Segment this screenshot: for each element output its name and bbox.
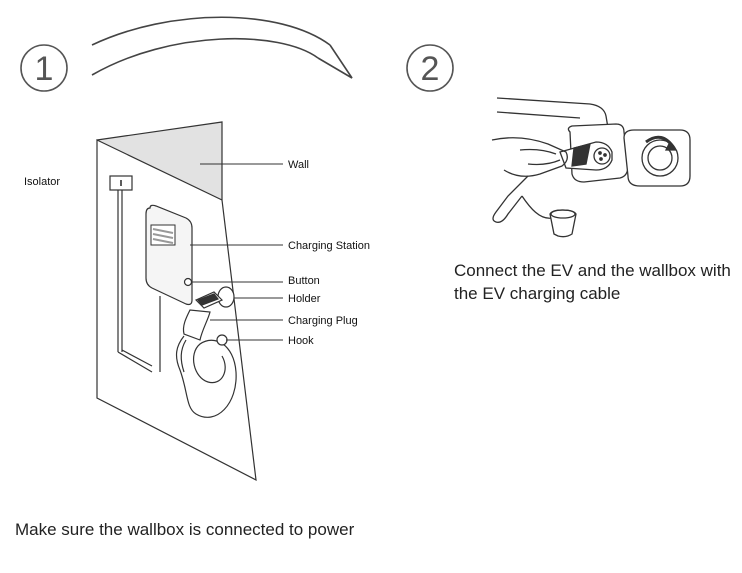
leader-lines [190,163,283,341]
label-wall: Wall [288,159,309,171]
isolator-switch [109,175,153,373]
step-1-badge: 1 [20,44,68,92]
step-1-caption: Make sure the wallbox is connected to po… [15,520,355,539]
label-charging-plug: Charging Plug [288,315,358,327]
hook-icon [216,334,228,346]
holder-and-plug [175,286,237,418]
button-icon [183,277,193,287]
charging-station [145,204,193,372]
label-charging-station: Charging Station [288,240,370,252]
curved-arrow-icon [91,16,353,79]
label-holder: Holder [288,293,321,305]
step-2-badge: 2 [406,44,454,92]
label-button: Button [288,275,320,287]
label-hook: Hook [288,335,314,347]
ev-charging-illustration [491,97,691,238]
step-1-number: 1 [35,50,54,88]
label-isolator: Isolator [24,176,60,188]
step-2-number: 2 [421,50,440,88]
step-2-caption: Connect the EV and the wallbox with the … [454,261,731,303]
